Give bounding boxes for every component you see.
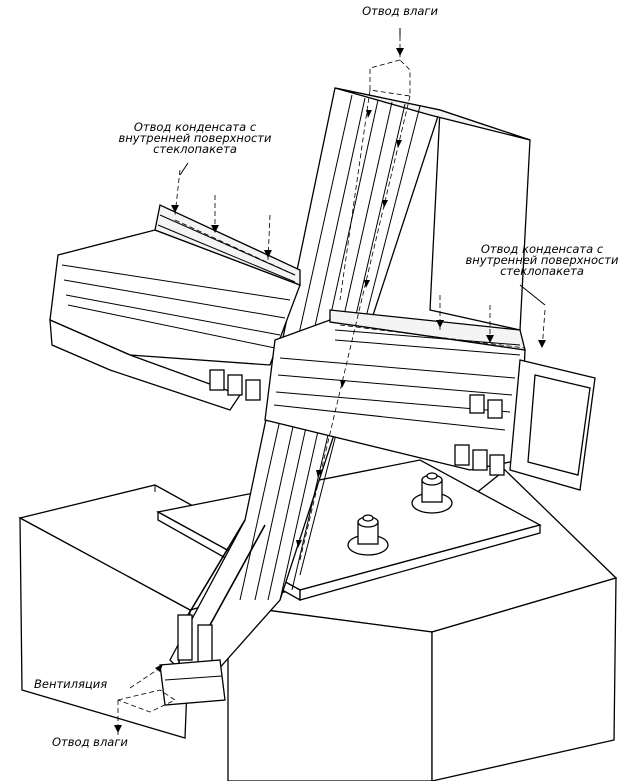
label-left-condensate: Отвод конденсата с внутренней поверхност… (118, 120, 272, 156)
bolt-left (347, 514, 389, 556)
label-bottom-moisture-drain: Отвод влаги (52, 735, 128, 749)
drainage-path-top (296, 28, 411, 561)
drainage-path-left (171, 169, 296, 276)
bottom-drain-fitting (159, 614, 226, 706)
drainage-path-bottom (114, 664, 176, 735)
leader-left (179, 162, 189, 176)
label-top-moisture-drain: Отвод влаги (362, 4, 438, 18)
leader-right (519, 284, 546, 306)
bolt-right (411, 472, 453, 514)
drainage-path-right (339, 295, 546, 351)
label-ventilation: Вентиляция (34, 677, 108, 691)
left-transom (49, 204, 301, 411)
label-right-condensate: Отвод конденсата с внутренней поверхност… (465, 242, 619, 278)
